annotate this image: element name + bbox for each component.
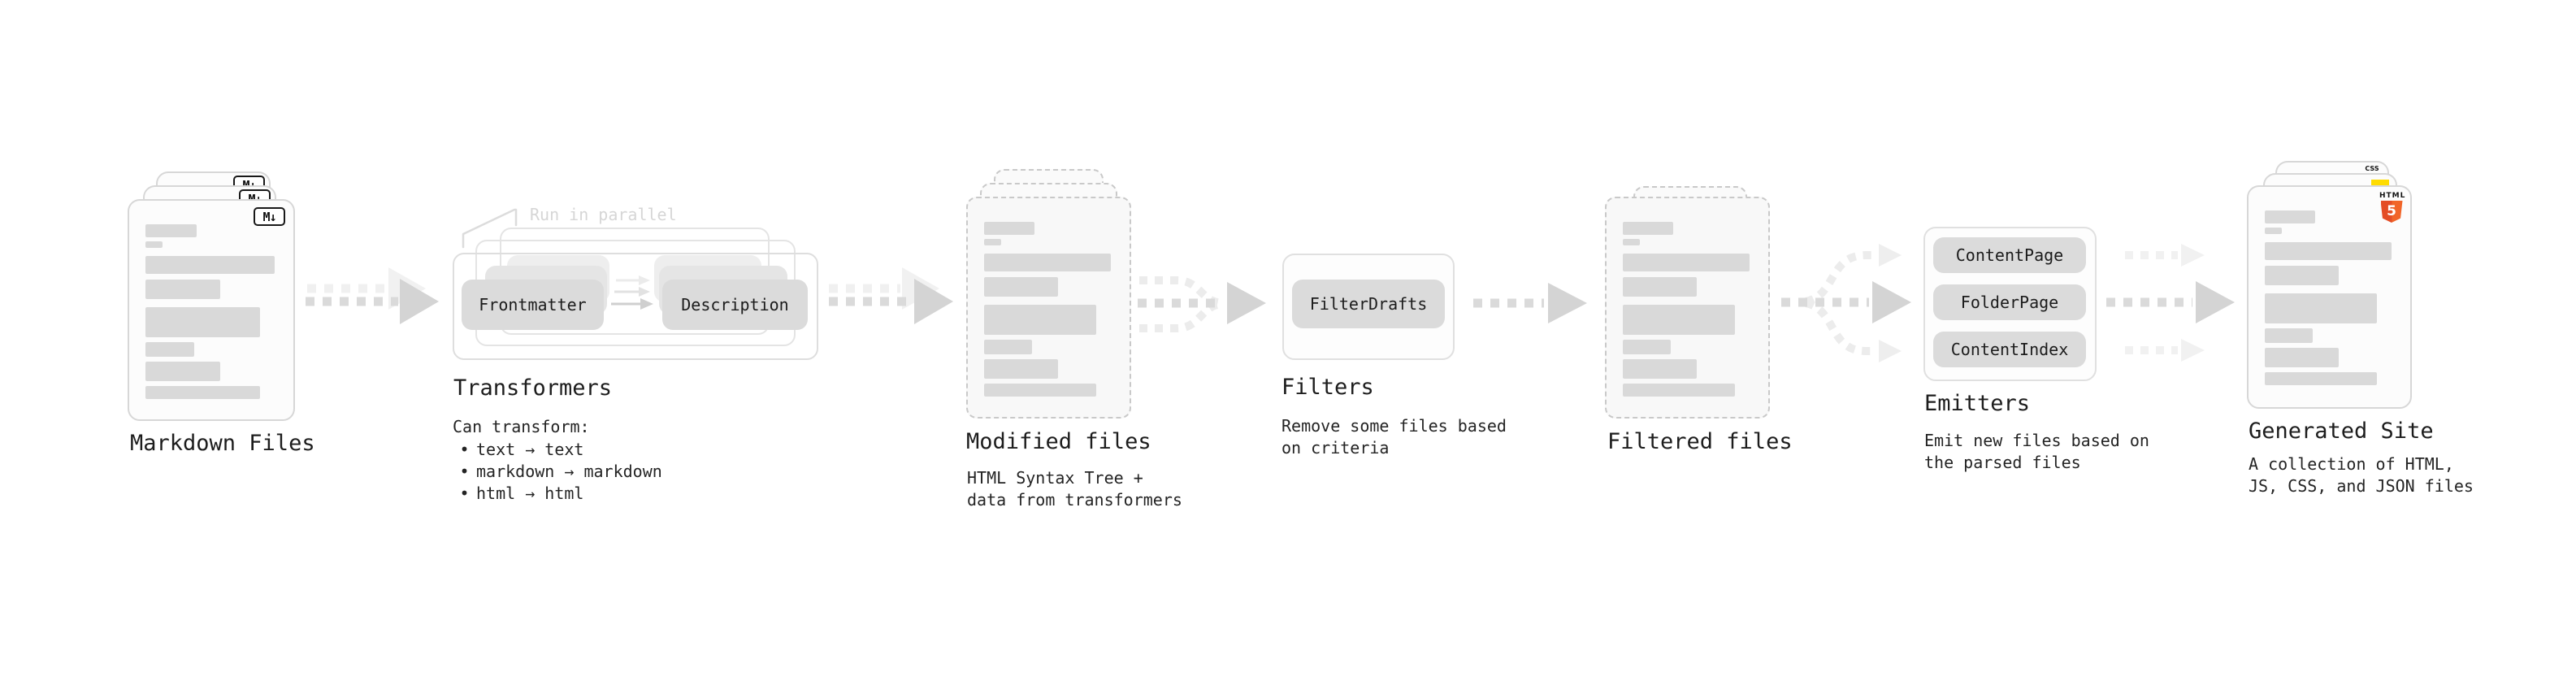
bullet-item: • markdown → markdown [453,461,662,483]
skeleton-bar [145,386,260,399]
skeleton-bar [1623,384,1736,397]
skeleton-bar [2265,266,2339,285]
skeleton-bar [984,222,1034,235]
skeleton-bar [145,342,194,357]
subtext-line: A collection of HTML, [2249,454,2454,474]
subtext-line: Emit new files based on [1924,431,2149,450]
transformers-body-title: Can transform: [453,417,590,436]
generated-site-subtext: A collection of HTML, JS, CSS, and JSON … [2249,453,2474,497]
markdown-file-card: M↓ [128,199,295,421]
skeleton-bar [1623,277,1697,297]
modified-files-subtext: HTML Syntax Tree + data from transformer… [967,467,1182,511]
subtext-line: on criteria [1281,438,1390,458]
bullet-item: • html → html [453,483,662,505]
html5-icon-digit: 5 [2387,203,2396,219]
skeleton-bar [1623,239,1640,245]
skeleton-bar [1623,340,1671,354]
arrow-filtered-to-emitters [1781,244,1911,362]
skeleton-bar [2265,348,2339,367]
file-skeleton [145,201,277,419]
markdown-icon: M↓ [254,207,285,226]
bullet-dot: • [459,484,470,503]
arrow-modified-to-filters [1138,276,1266,332]
skeleton-bar [2265,293,2378,323]
file-skeleton [984,198,1113,417]
filter-drafts-box: FilterDrafts [1292,280,1445,328]
stage-label-generated-site: Generated Site [2249,419,2434,444]
parallel-note: Run in parallel [530,205,677,224]
bullet-text: html → html [476,484,584,503]
emitter-box-contentindex: ContentIndex [1933,332,2086,367]
filtered-file-card [1605,197,1770,419]
skeleton-bar [2265,372,2378,385]
skeleton-bar [145,280,221,299]
subtext-line: the parsed files [1924,453,2081,472]
bullet-text: markdown → markdown [476,462,662,481]
file-skeleton [1623,198,1752,417]
stage-label-filtered-files: Filtered files [1607,429,1793,454]
stage-label-filters: Filters [1281,375,1374,400]
skeleton-bar [984,384,1097,397]
modified-file-card [966,197,1131,419]
subtext-line: JS, CSS, and JSON files [2249,476,2474,496]
skeleton-bar [145,307,260,337]
bullet-text: text → text [476,440,584,459]
skeleton-bar [1623,305,1736,335]
emitter-box-contentpage: ContentPage [1933,237,2086,273]
stage-label-emitters: Emitters [1924,391,2031,416]
filters-subtext: Remove some files based on criteria [1281,415,1507,459]
stage-label-markdown-files: Markdown Files [130,431,315,456]
bullet-dot: • [459,462,470,481]
html5-icon-shield: 5 [2380,201,2403,223]
skeleton-bar [984,277,1058,297]
html5-icon-text: HTML [2379,192,2406,200]
skeleton-bar [984,254,1111,271]
skeleton-bar [145,362,221,381]
subtext-line: Remove some files based [1281,416,1507,436]
skeleton-bar [145,224,197,237]
transformers-bullet-list: • text → text • markdown → markdown • ht… [453,439,662,505]
file-skeleton [2265,187,2394,407]
emitters-subtext: Emit new files based on the parsed files [1924,430,2149,474]
skeleton-bar [1623,359,1697,379]
bullet-dot: • [459,440,470,459]
skeleton-bar [2265,210,2315,223]
skeleton-bar [984,359,1058,379]
arrow-emitters-to-site [2106,244,2235,362]
skeleton-bar [984,340,1032,354]
transformer-box-frontmatter: Frontmatter [462,280,604,330]
transformer-box-description: Description [662,280,808,330]
subtext-line: HTML Syntax Tree + [967,468,1143,488]
stage-label-transformers: Transformers [453,375,613,401]
arrow-filters-to-filtered [1473,283,1587,323]
transformer-card [453,253,818,360]
skeleton-bar [145,241,163,248]
skeleton-bar [1623,222,1673,235]
arrow-transformers-to-modified [829,267,953,324]
skeleton-bar [984,305,1097,335]
skeleton-bar [2265,328,2313,343]
skeleton-bar [2265,242,2392,260]
skeleton-bar [984,239,1001,245]
subtext-line: data from transformers [967,490,1182,510]
html5-icon: HTML 5 [2379,192,2406,223]
skeleton-bar [145,256,275,274]
site-file-card: HTML 5 [2247,185,2412,409]
arrow-markdown-to-transformers [306,267,439,324]
bullet-item: • text → text [453,439,662,461]
css-icon-text: CSS [2365,165,2379,172]
skeleton-bar [1623,254,1750,271]
skeleton-bar [2265,228,2282,234]
stage-label-modified-files: Modified files [966,429,1151,454]
emitter-box-folderpage: FolderPage [1933,284,2086,320]
